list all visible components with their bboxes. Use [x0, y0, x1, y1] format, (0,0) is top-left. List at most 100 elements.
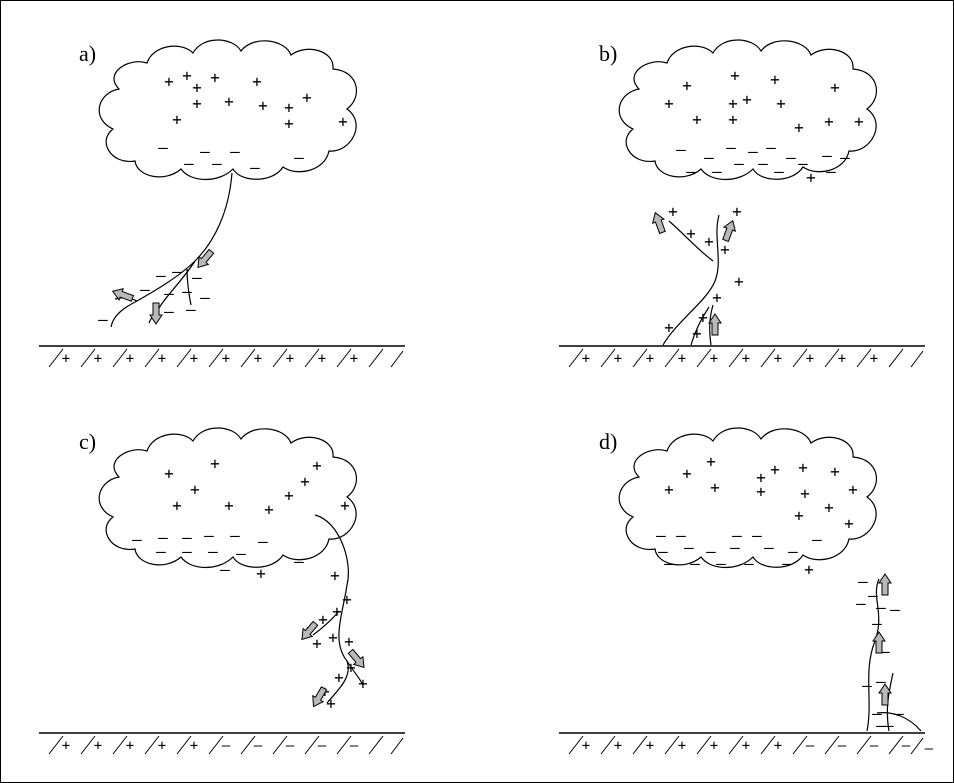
svg-text:–: – [164, 302, 174, 321]
svg-text:+: + [318, 351, 326, 367]
svg-text:–: – [752, 526, 762, 545]
svg-text:–: – [806, 738, 815, 754]
svg-text:–: – [704, 148, 714, 167]
svg-text:–: – [902, 738, 911, 754]
svg-text:+: + [344, 632, 354, 651]
leader-branch [668, 220, 714, 262]
ground-hatching [568, 735, 924, 755]
leader-branch [876, 712, 922, 732]
svg-text:+: + [806, 351, 814, 367]
svg-text:–: – [258, 532, 268, 551]
svg-text:–: – [172, 262, 182, 281]
svg-text:+: + [62, 738, 70, 754]
svg-text:–: – [286, 738, 295, 754]
svg-text:+: + [804, 560, 814, 579]
negative-charges: –––– –––– –––– [132, 526, 304, 579]
leader-branch [186, 268, 192, 306]
svg-text:+: + [728, 110, 738, 129]
svg-text:+: + [312, 456, 322, 475]
leader-charges: ––– ––– ––– –––– [856, 572, 904, 735]
svg-text:+: + [158, 351, 166, 367]
svg-text:+: + [710, 478, 720, 497]
cloud-outline [618, 39, 877, 180]
svg-text:–: – [184, 154, 194, 173]
svg-text:+: + [582, 351, 590, 367]
positive-charges: ++++ ++++ ++++ +++ [664, 452, 858, 579]
svg-text:–: – [880, 642, 890, 661]
svg-text:+: + [340, 496, 350, 515]
svg-text:–: – [758, 154, 768, 173]
svg-text:+: + [258, 96, 268, 115]
svg-text:–: – [774, 162, 784, 181]
svg-text:+: + [838, 351, 846, 367]
svg-text:+: + [190, 480, 200, 499]
svg-text:+: + [686, 224, 696, 243]
svg-text:–: – [230, 142, 240, 161]
svg-text:–: – [132, 530, 142, 549]
svg-text:+: + [830, 462, 840, 481]
svg-text:+: + [730, 66, 740, 85]
ground-hatching [48, 735, 404, 755]
svg-text:+: + [222, 351, 230, 367]
svg-text:+: + [614, 738, 622, 754]
svg-text:+: + [256, 564, 266, 583]
svg-text:+: + [224, 92, 234, 111]
svg-text:+: + [870, 351, 878, 367]
svg-text:+: + [326, 694, 336, 713]
svg-text:+: + [210, 68, 220, 87]
svg-text:–: – [788, 542, 798, 561]
svg-text:+: + [710, 738, 718, 754]
svg-text:+: + [710, 351, 718, 367]
cloud-outline [98, 39, 357, 180]
svg-text:+: + [844, 514, 854, 533]
svg-text:–: – [664, 554, 674, 573]
svg-text:+: + [824, 112, 834, 131]
svg-text:–: – [876, 672, 886, 691]
svg-text:–: – [840, 148, 850, 167]
svg-text:+: + [338, 112, 348, 131]
svg-text:+: + [720, 240, 730, 259]
svg-text:–: – [684, 538, 694, 557]
svg-text:–: – [868, 586, 878, 605]
svg-text:+: + [332, 602, 342, 621]
svg-text:+: + [346, 658, 356, 677]
svg-text:–: – [658, 542, 668, 561]
upward-leader-channel [662, 214, 720, 346]
svg-text:–: – [318, 738, 327, 754]
svg-text:+: + [172, 110, 182, 129]
svg-text:–: – [230, 526, 240, 545]
svg-text:–: – [876, 716, 886, 735]
svg-text:+: + [848, 480, 858, 499]
panel-d: ++++ ++++ ++++ +++ –––– –––– –––– –––– –… [559, 427, 934, 757]
svg-text:+: + [62, 351, 70, 367]
svg-text:–: – [192, 268, 202, 287]
svg-text:–: – [690, 554, 700, 573]
downward-leader-channel [314, 514, 349, 704]
svg-text:+: + [728, 94, 738, 113]
svg-text:–: – [884, 716, 894, 735]
svg-text:+: + [664, 94, 674, 113]
svg-text:–: – [786, 148, 796, 167]
svg-text:–: – [872, 614, 882, 633]
svg-text:–: – [798, 154, 808, 173]
svg-text:–: – [250, 158, 260, 177]
svg-text:+: + [712, 288, 722, 307]
svg-text:+: + [334, 668, 344, 687]
negative-charges: –––– –––– –––– ––– [676, 138, 850, 181]
svg-text:+: + [776, 94, 786, 113]
negative-charges: ––– ––– – [158, 138, 304, 177]
svg-text:+: + [794, 506, 804, 525]
svg-text:+: + [732, 202, 742, 221]
svg-text:+: + [126, 738, 134, 754]
panel-a: +++ +++ +++ +++ + ––– ––– – ––– ––– ––– … [39, 39, 405, 368]
svg-text:+: + [800, 484, 810, 503]
svg-text:–: – [726, 138, 736, 157]
svg-text:–: – [766, 138, 776, 157]
svg-text:+: + [756, 482, 766, 501]
svg-text:+: + [756, 468, 766, 487]
svg-text:+: + [190, 738, 198, 754]
svg-text:–: – [350, 738, 359, 754]
svg-text:+: + [646, 351, 654, 367]
svg-text:+: + [164, 72, 174, 91]
svg-text:–: – [822, 146, 832, 165]
